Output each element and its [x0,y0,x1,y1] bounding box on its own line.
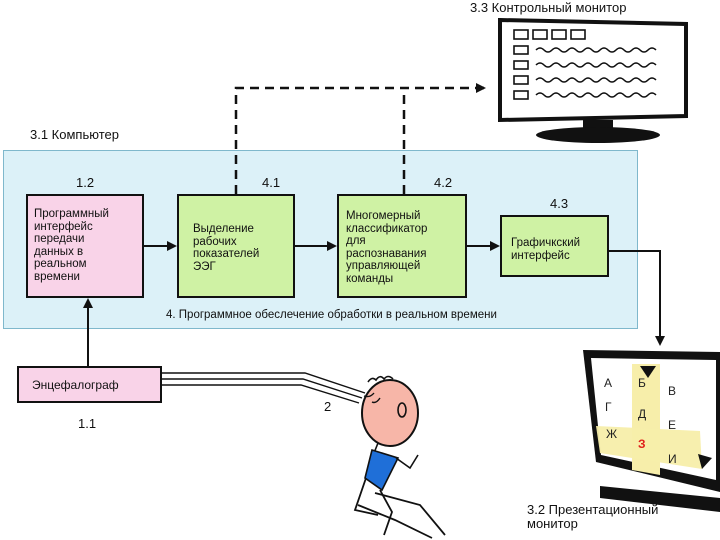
block-4-2-number: 4.2 [434,175,453,190]
block-4-1: Выделение рабочих показателей ЭЭГ [177,194,295,298]
block-1-2: Программный интерфейс передачи данных в … [26,194,144,298]
person-shirt [364,448,400,492]
block-4-2-label: Многомерный классификатор для распознава… [346,210,428,285]
arrow-4-3-to-presentation-monitor [609,250,665,346]
speller-letter-v: В [668,384,676,398]
person-number: 2 [324,399,332,414]
block-1-1-number: 1.1 [78,416,97,431]
speller-letter-d: Д [638,407,646,421]
block-4-3-number: 4.3 [550,196,569,211]
speller-letter-e: Е [668,418,676,432]
speller-letter-zh: Ж [606,427,617,441]
presentation-monitor [583,350,720,512]
block-4-1-label: Выделение рабочих показателей ЭЭГ [193,223,260,273]
block-4-1-number: 4.1 [262,175,281,190]
person-figure [353,375,446,539]
block-4-3: Графичкский интерфейс [500,215,609,277]
speller-letter-g: Г [605,400,612,414]
speller-letter-i: И [668,452,677,466]
block-1-1-label: Энцефалограф [32,378,119,392]
block-1-2-label: Программный интерфейс передачи данных в … [34,208,109,283]
block-1-2-number: 1.2 [76,175,95,190]
speller-letter-a: А [604,376,612,390]
presentation-monitor-title: 3.2 Презентационный монитор [527,502,659,531]
block-4-3-label: Графичкский интерфейс [511,237,581,262]
control-monitor [498,17,688,143]
speller-letter-z: З [638,437,646,451]
speller-highlight-row [596,426,702,469]
software-caption: 4. Программное обеслечение обработки в р… [166,309,497,321]
electrode-wire-3 [162,384,360,404]
electrode-wire-1 [162,372,366,394]
block-4-2: Многомерный классификатор для распознава… [337,194,467,298]
speller-letter-b: Б [638,376,646,390]
control-monitor-title: 3.3 Контрольный монитор [470,0,627,15]
block-1-1: Энцефалограф [17,366,162,403]
dashed-link-to-control-monitor [234,83,486,194]
electrode-wire-2 [162,378,363,399]
computer-title: 3.1 Компьютер [30,127,119,142]
